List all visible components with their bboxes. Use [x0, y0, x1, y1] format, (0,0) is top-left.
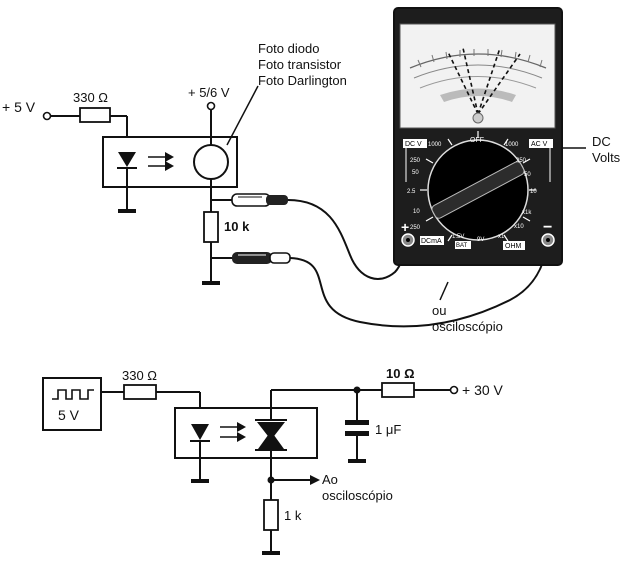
- terminal-plus56v: [206, 101, 216, 111]
- output-arrow: [310, 475, 320, 485]
- resistor-1k-label: 1 k: [284, 508, 302, 523]
- resistor-330-top: [79, 107, 111, 123]
- light-arrows-bottom: [220, 422, 246, 442]
- bottom-scale-9v: 9V: [477, 237, 484, 243]
- alt-label-osc: osciloscópio: [432, 319, 503, 334]
- right-scale-x10: x10: [514, 224, 524, 230]
- output-label-ao: Ao: [322, 472, 338, 487]
- terminal-plus5v: [42, 111, 52, 121]
- dc-label: DC: [592, 134, 611, 149]
- left-scale-10: 10: [413, 209, 420, 215]
- right-scale-50: 50: [524, 172, 531, 178]
- ground-top-right: [202, 281, 220, 285]
- ground-led-top: [118, 209, 136, 213]
- meter-scale-arc-2: [413, 64, 543, 79]
- minus-jack-label: −: [543, 219, 552, 236]
- probe-clip-upper: [231, 193, 288, 207]
- right-scale-10: 10: [530, 189, 537, 195]
- ohm-tag: OHM: [505, 243, 522, 250]
- meter-needles: [447, 47, 521, 115]
- ground-capacitor: [348, 459, 366, 463]
- bat-tag: BAT: [456, 243, 468, 249]
- square-wave-icon: [52, 389, 94, 400]
- triac-symbol: [255, 390, 287, 500]
- probe-clip-lower: [232, 252, 291, 264]
- meter-pivot: [472, 112, 484, 124]
- photodetector-symbol: [193, 144, 229, 180]
- dial-off-label: OFF: [470, 137, 484, 144]
- ground-led-bottom: [191, 479, 209, 483]
- bottom-scale-1.5v: 1.5V: [452, 234, 464, 240]
- selector-knob: [431, 161, 525, 219]
- ground-bottom: [262, 551, 280, 555]
- right-scale-x1k: x1k: [522, 210, 532, 216]
- left-scale-250b: 250: [410, 225, 421, 231]
- right-scale-x1: x1: [498, 234, 505, 240]
- dcma-tag: DCmA: [421, 238, 442, 245]
- led-symbol-top: [118, 152, 136, 167]
- led-symbol-bottom: [191, 424, 209, 440]
- probe-cable-lower: [289, 239, 549, 328]
- terminal-plus30v: [449, 385, 459, 395]
- supply-right-label: + 5/6 V: [188, 85, 230, 100]
- probe-cable-upper: [287, 199, 409, 280]
- right-scale-1000: 1000: [505, 142, 519, 148]
- resistor-10k-label: 10 k: [224, 219, 250, 234]
- resistor-10k: [203, 211, 219, 243]
- resistor-10ohm: [381, 382, 415, 398]
- supply-30v-label: + 30 V: [462, 382, 504, 398]
- supply-left-label: + 5 V: [2, 99, 36, 115]
- meter-scale-arc-1: [409, 53, 547, 69]
- capacitor-plate-top: [345, 420, 369, 425]
- left-scale-1000: 1000: [428, 142, 442, 148]
- right-scale-250: 250: [516, 158, 527, 164]
- device-label-2: Foto transistor: [258, 57, 342, 72]
- acv-tag: AC V: [531, 141, 548, 148]
- capacitor-label: 1 μF: [375, 422, 401, 437]
- resistor-330-bottom-label: 330 Ω: [122, 368, 157, 383]
- device-label-3: Foto Darlington: [258, 73, 347, 88]
- dial-ticks: [420, 131, 536, 242]
- resistor-330-top-label: 330 Ω: [73, 90, 108, 105]
- dcv-tag: DC V: [405, 141, 422, 148]
- capacitor-plate-bottom: [345, 431, 369, 436]
- resistor-330-bottom: [123, 384, 157, 400]
- meter-scale-arc-3: [419, 76, 537, 89]
- alt-label-ou: ou: [432, 303, 446, 318]
- meter-scale-band: [440, 88, 516, 102]
- pulse-generator: [42, 377, 102, 431]
- light-arrows-top: [148, 152, 174, 171]
- meter-ticks: [417, 49, 543, 68]
- left-scale-2.5: 2.5: [407, 189, 416, 195]
- resistor-10ohm-label: 10 Ω: [386, 366, 415, 381]
- device-label-1: Foto diodo: [258, 41, 319, 56]
- resistor-1k: [263, 499, 279, 531]
- plus-jack-label: +: [401, 219, 409, 235]
- bottom-circuit: 5 V 330 Ω 10 Ω: [42, 366, 504, 555]
- generator-label: 5 V: [58, 407, 80, 423]
- multimeter: OFF DC V AC V 1000 250 50 2.5 10 250 100…: [393, 7, 563, 266]
- left-scale-50: 50: [412, 170, 419, 176]
- output-label-osc: osciloscópio: [322, 488, 393, 503]
- left-scale-250: 250: [410, 158, 421, 164]
- top-circuit: + 5 V 330 Ω Foto diodo Foto transistor F…: [2, 41, 549, 334]
- volts-label: Volts: [592, 150, 621, 165]
